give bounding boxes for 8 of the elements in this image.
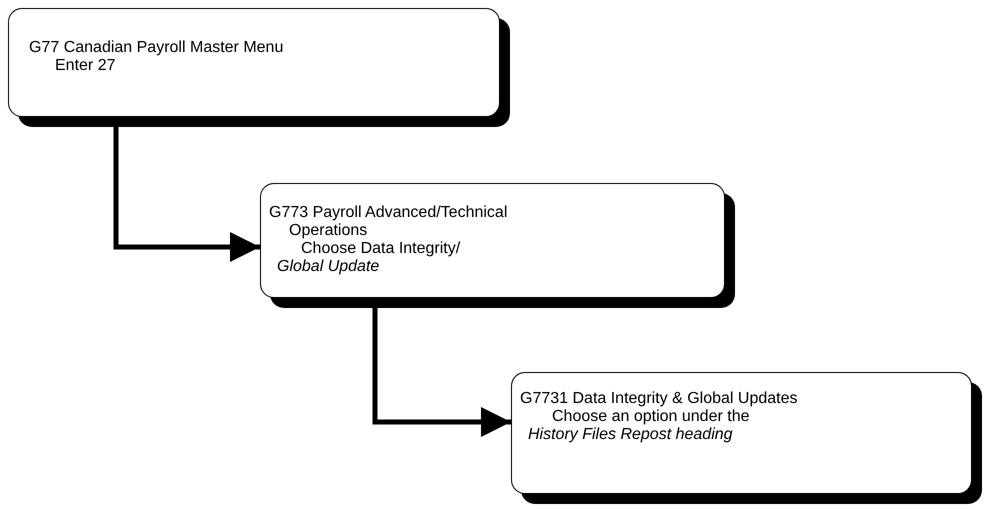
menu-instruction: Choose Data Integrity/ Global Update (276, 240, 462, 276)
menu-title: G77 Canadian Payroll Master Menu (29, 39, 284, 57)
menu-instruction: Enter 27 (54, 57, 116, 75)
menu-title: G7731 Data Integrity & Global Updates (520, 390, 798, 408)
arrow (114, 127, 260, 262)
menu-title: G773 Payroll Advanced/Technical Operations (269, 204, 508, 240)
menu-instruction: Choose an option under the History Files Repost heading (527, 408, 750, 444)
arrow (372, 308, 511, 437)
